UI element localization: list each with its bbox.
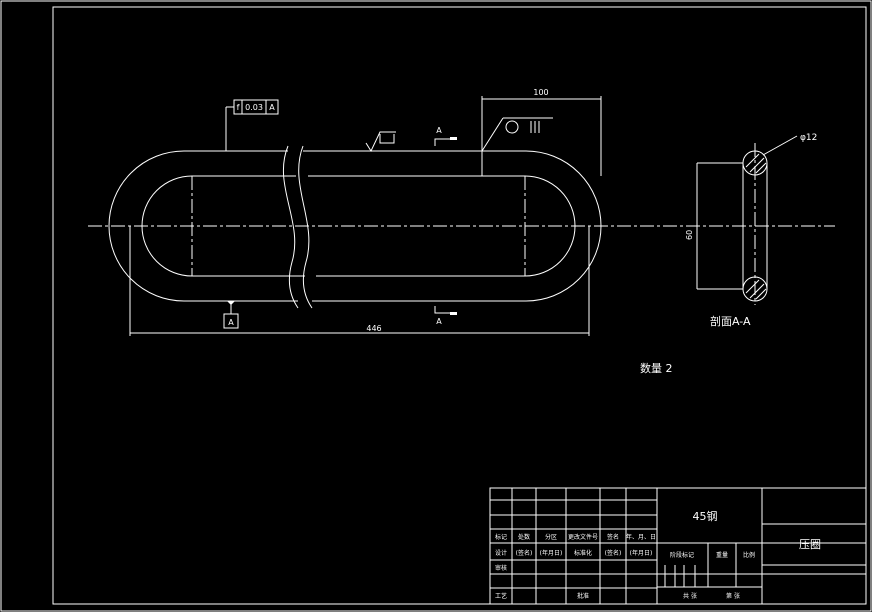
title-block-frame xyxy=(489,487,867,605)
break-line-right xyxy=(298,145,313,309)
part-name-label: 压圈 xyxy=(799,538,821,551)
th-sign: 签名 xyxy=(607,533,619,541)
td-process: 工艺 xyxy=(495,592,507,600)
rod-cross-section-bottom xyxy=(742,276,768,302)
section-caption: 剖面A-A xyxy=(710,314,751,328)
roughness-symbol-icon xyxy=(365,131,396,153)
datum-box xyxy=(223,313,239,329)
td-approve: 批准 xyxy=(577,592,589,600)
dim-60-label: 60 xyxy=(685,230,694,240)
datum-label: A xyxy=(228,318,234,327)
dim-100-label: 100 xyxy=(533,88,548,97)
profile-circle-icon xyxy=(505,120,519,134)
section-marker-top: A xyxy=(436,126,442,135)
td-standard: 标准化 xyxy=(574,549,592,557)
rod-cross-section-top xyxy=(742,150,768,176)
td-standard-date: (年月日) xyxy=(630,549,653,557)
td-design-date: (年月日) xyxy=(540,549,563,557)
phi-leader xyxy=(762,135,798,156)
main-view: 446 100 A A f 0.03 A A xyxy=(88,88,835,336)
th-mark: 标记 xyxy=(495,533,507,541)
td-design-sign: (签名) xyxy=(516,549,533,557)
inner-outline xyxy=(141,175,576,277)
section-view: φ12 60 剖面A-A xyxy=(685,133,817,328)
tolerance-datum: A xyxy=(269,103,275,112)
weight-label: 重量 xyxy=(716,551,728,559)
td-review: 审核 xyxy=(495,564,507,572)
tolerance-symbol: f xyxy=(237,103,240,112)
sheet-total-label: 共 张 xyxy=(683,592,697,600)
material-label: 45钢 xyxy=(693,510,718,523)
dim-phi-label: φ12 xyxy=(800,133,817,143)
tolerance-frame xyxy=(233,99,279,115)
dim-446-label: 446 xyxy=(366,324,381,333)
td-standard-sign: (签名) xyxy=(605,549,622,557)
section-arrowhead-top xyxy=(450,137,457,140)
title-block: 标记 处数 分区 更改文件号 签名 年、月、日 设计 (签名) (年月日) 标准… xyxy=(489,487,867,605)
th-count: 处数 xyxy=(518,533,530,541)
scale-label: 比例 xyxy=(743,551,755,559)
outer-outline xyxy=(108,150,602,302)
section-arrow-top xyxy=(434,138,456,146)
section-arrowhead-bottom xyxy=(450,312,457,315)
stage-mark-label: 阶段标记 xyxy=(670,551,694,559)
tolerance-value: 0.03 xyxy=(245,103,263,112)
hatching xyxy=(745,153,767,300)
leader-finish xyxy=(481,117,504,152)
td-design: 设计 xyxy=(495,549,507,557)
section-arrow-bottom xyxy=(434,306,456,314)
th-date: 年、月、日 xyxy=(626,533,656,541)
break-line-left xyxy=(283,145,299,309)
th-change-doc: 更改文件号 xyxy=(568,533,598,541)
inner-border xyxy=(52,6,867,605)
section-marker-bottom: A xyxy=(436,317,442,326)
sheet-current-label: 第 张 xyxy=(726,592,740,600)
datum-triangle-icon xyxy=(227,301,235,305)
quantity-label: 数量 2 xyxy=(640,362,673,375)
th-zone: 分区 xyxy=(545,533,557,541)
